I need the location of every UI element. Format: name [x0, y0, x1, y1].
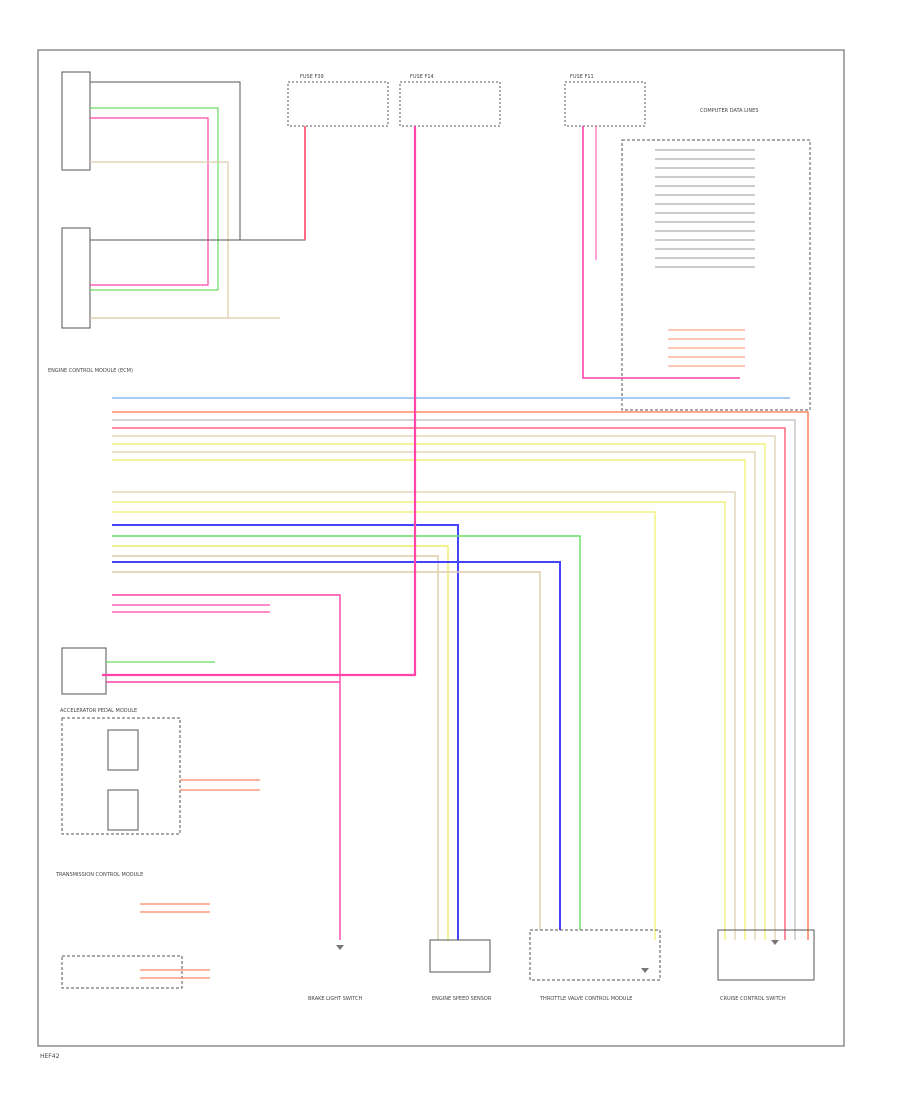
pedal-sensor-1 — [107, 729, 139, 771]
wire-green-top — [90, 107, 219, 291]
bus-tan-5 — [112, 571, 541, 930]
wire-fuse2-pink — [102, 126, 417, 677]
fuse-box-2 — [399, 81, 501, 127]
bus-tan-3 — [112, 491, 736, 940]
ground-icon — [641, 968, 649, 973]
data-line-group — [655, 149, 755, 367]
ecm-label: ENGINE CONTROL MODULE (ECM) — [48, 368, 133, 374]
bus-orange — [112, 411, 809, 940]
wire-pink-top — [90, 117, 209, 286]
connector-block-top-left — [61, 71, 91, 171]
throttle-module-box — [529, 929, 661, 981]
tcm-label: TRANSMISSION CONTROL MODULE — [55, 872, 143, 878]
fuse-ecm2-label: FUSE F14 — [410, 74, 434, 80]
accel-label: ACCELERATOR PEDAL MODULE — [60, 708, 137, 714]
bus-yellow-3 — [112, 501, 726, 940]
bus-tan-2 — [112, 451, 756, 940]
bus-pink — [112, 594, 341, 940]
module-left-1 — [61, 647, 107, 695]
footer-code: HEF42 — [40, 1053, 60, 1060]
throttle-label: THROTTLE VALVE CONTROL MODULE — [539, 996, 632, 1002]
cruise-label: CRUISE CONTROL SWITCH — [720, 996, 786, 1002]
connector-block-left-2 — [61, 227, 91, 329]
speed-label: ENGINE SPEED SENSOR — [432, 996, 492, 1002]
fuse-ign-label: FUSE F11 — [570, 74, 594, 80]
fuse-box-1 — [287, 81, 389, 127]
bus-blue-2 — [112, 561, 561, 930]
bus-yellow-2 — [112, 459, 746, 940]
bus-gray — [112, 419, 796, 940]
module-accel-pedal — [61, 717, 181, 835]
bus-red — [112, 427, 786, 940]
diagram-frame — [37, 49, 845, 1047]
bus-yellow — [112, 443, 766, 940]
bus-green — [112, 535, 581, 930]
bus-lines — [112, 397, 809, 940]
bus-blue — [112, 524, 459, 940]
pedal-sensor-2 — [107, 789, 139, 831]
cpu-label: COMPUTER DATA LINES — [700, 108, 759, 114]
fuse-box-3 — [564, 81, 646, 127]
bus-tan-4 — [112, 555, 439, 940]
accelerator-sensor-box — [717, 929, 815, 981]
wire-black-fuse — [90, 126, 306, 241]
bus-yellow-5 — [112, 545, 449, 940]
data-lines-block — [621, 139, 811, 411]
module-tcm — [61, 955, 183, 989]
bus-yellow-4 — [112, 511, 656, 940]
brake-label: BRAKE LIGHT SWITCH — [308, 996, 363, 1002]
ground-icon — [771, 940, 779, 945]
wire-fuse3-pink — [582, 126, 740, 379]
bus-tan — [112, 435, 776, 940]
fuse-ecm-label: FUSE F39 — [300, 74, 324, 80]
ground-icon — [336, 945, 344, 950]
speed-sensor-box — [429, 939, 491, 973]
